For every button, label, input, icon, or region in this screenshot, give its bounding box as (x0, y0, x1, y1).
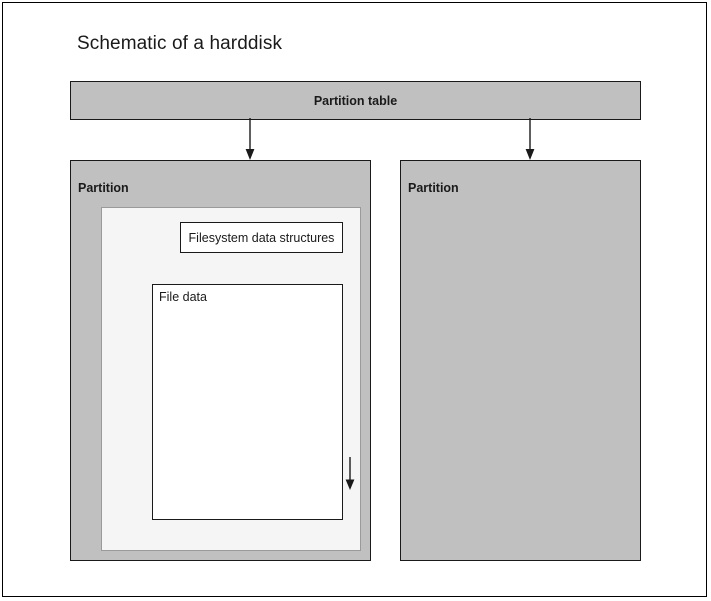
arrow-partition-table-to-partition-1 (245, 118, 255, 160)
partition-block-2[interactable]: Partition (400, 160, 641, 561)
file-data-label: File data (159, 290, 207, 304)
arrow-partition-table-to-partition-2 (525, 118, 535, 160)
file-data-box[interactable]: File data (152, 284, 343, 520)
partition-table-label: Partition table (313, 93, 398, 108)
partition-1-label: Partition (78, 181, 129, 195)
partition-table-block[interactable]: Partition table (70, 81, 641, 120)
page-title: Schematic of a harddisk (77, 33, 283, 54)
filesystem-data-structures-box[interactable]: Filesystem data structures (180, 222, 343, 253)
filesystem-panel: Filesystem data structures File data (101, 207, 361, 551)
arrow-filesystem-to-file-data (345, 457, 355, 490)
partition-block-1[interactable]: Partition Filesystem data structures Fil… (70, 160, 371, 561)
partition-2-label: Partition (408, 181, 459, 195)
filesystem-data-structures-label: Filesystem data structures (188, 230, 335, 245)
